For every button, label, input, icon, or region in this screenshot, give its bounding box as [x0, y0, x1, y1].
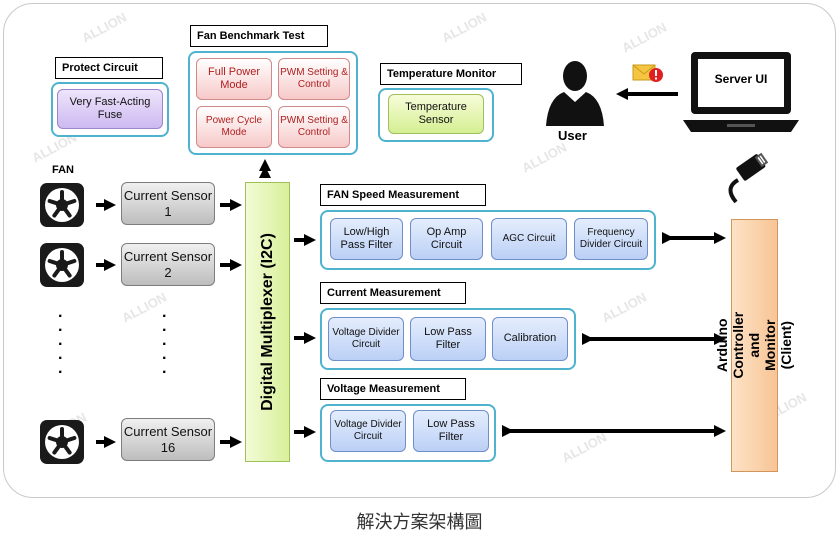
temperature-monitor-title: Temperature Monitor — [380, 63, 522, 85]
user-icon — [540, 58, 610, 128]
server-ui-label: Server UI — [714, 72, 768, 86]
diagram-caption: 解決方案架構圖 — [356, 512, 483, 532]
low-pass-filter-box: Low Pass Filter — [410, 317, 486, 361]
digital-multiplexer-box: Digital Multiplexer (I2C) — [245, 182, 290, 462]
voltage-divider-circuit-box: Voltage Divider Circuit — [328, 317, 404, 361]
fan-icon — [40, 243, 84, 287]
fan-icon — [40, 420, 84, 464]
fan-label: FAN — [52, 164, 74, 176]
protect-circuit-title: Protect Circuit — [55, 57, 163, 79]
temperature-sensor-box: Temperature Sensor — [388, 94, 484, 134]
current-sensor-1-box: Current Sensor 1 — [121, 182, 215, 225]
fan-benchmark-title: Fan Benchmark Test — [190, 25, 328, 47]
pwm-setting-box: PWM Setting & Control — [278, 106, 350, 148]
voltage-divider-circuit-box: Voltage Divider Circuit — [330, 410, 406, 452]
current-sensor-16-box: Current Sensor 16 — [121, 418, 215, 461]
laptop-icon — [683, 50, 799, 134]
calibration-box: Calibration — [492, 317, 568, 361]
op-amp-circuit-box: Op Amp Circuit — [410, 218, 483, 260]
user-label: User — [558, 128, 587, 143]
frequency-divider-circuit-box: Frequency Divider Circuit — [574, 218, 648, 260]
arduino-controller-box: Arduino Controller and Monitor (Client) — [714, 219, 795, 472]
full-power-mode-box: Full Power Mode — [196, 58, 272, 100]
ellipsis-dots: ····· — [58, 308, 64, 381]
voltage-measurement-title: Voltage Measurement — [320, 378, 466, 400]
fan-speed-title: FAN Speed Measurement — [320, 184, 486, 206]
pwm-setting-box: PWM Setting & Control — [278, 58, 350, 100]
ellipsis-dots: ····· — [162, 308, 168, 381]
current-sensor-2-box: Current Sensor 2 — [121, 243, 215, 286]
current-measurement-title: Current Measurement — [320, 282, 466, 304]
low-high-pass-filter-box: Low/High Pass Filter — [330, 218, 403, 260]
fast-acting-fuse-box: Very Fast-Acting Fuse — [57, 89, 163, 129]
power-cycle-mode-box: Power Cycle Mode — [196, 106, 272, 148]
fan-icon — [40, 183, 84, 227]
low-pass-filter-box: Low Pass Filter — [413, 410, 489, 452]
agc-circuit-box: AGC Circuit — [491, 218, 567, 260]
ethernet-cable-icon — [722, 152, 772, 208]
email-alert-icon — [632, 62, 664, 84]
